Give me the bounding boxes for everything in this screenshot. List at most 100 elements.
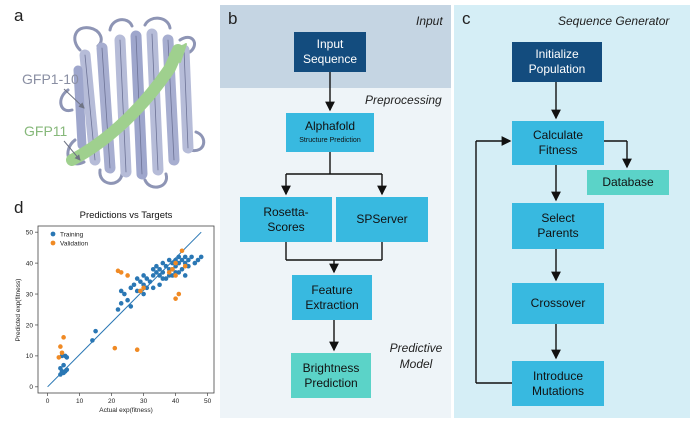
data-point-validation [56, 355, 62, 360]
data-point-training [163, 263, 169, 269]
panel-b-letter: b [228, 9, 238, 28]
y-axis-label: Predicted exp(fitness) [15, 279, 22, 342]
y-tick-label: 30 [26, 291, 34, 298]
alphafold-subtext: Structure Prediction [299, 137, 361, 145]
data-point-validation [176, 291, 182, 297]
data-point-validation [59, 350, 65, 356]
stage-preprocessing-label: Preprocessing [365, 93, 442, 107]
spserver-box: SPServer [336, 197, 428, 242]
data-point-validation [118, 270, 124, 275]
y-tick-label: 10 [26, 353, 34, 360]
gfp-structure-image [59, 16, 206, 189]
input-sequence-text: Input Sequence [302, 37, 358, 66]
panel-d-letter: d [14, 198, 24, 217]
data-point-validation [112, 345, 118, 351]
x-tick-label: 30 [140, 398, 148, 405]
data-point-validation [141, 285, 146, 291]
chart-legend: Training Validation [50, 231, 88, 248]
introduce-mutations-box: Introduce Mutations [512, 361, 604, 406]
data-point-validation [166, 270, 172, 275]
stage-input-label: Input [416, 14, 443, 28]
rosetta-scores-box: Rosetta-Scores [240, 197, 332, 242]
data-point-training [141, 291, 146, 297]
data-point-validation [179, 248, 185, 254]
feature-extraction-text: Feature Extraction [305, 282, 359, 312]
panel-c-arrows [475, 82, 632, 384]
alphafold-box: Alphafold Structure Prediction [286, 113, 374, 152]
brightness-prediction-text: Brightness Prediction [302, 360, 360, 390]
data-point-training [134, 288, 140, 294]
data-point-training [176, 254, 182, 260]
feature-extraction-box: Feature Extraction [292, 275, 372, 320]
data-point-training [170, 273, 175, 278]
y-tick-label: 0 [29, 384, 33, 391]
data-point-training [141, 273, 146, 278]
calculate-fitness-box: Calculate Fitness [512, 121, 604, 165]
data-point-training [170, 260, 175, 266]
legend-marker-validation [50, 240, 56, 246]
x-tick-label: 0 [46, 398, 50, 405]
panel-a-letter: a [14, 6, 24, 25]
x-tick-label: 20 [108, 398, 116, 405]
introduce-mutations-text: Introduce Mutations [531, 368, 585, 398]
data-point-training [61, 362, 66, 368]
alphafold-text: Alphafold [304, 119, 356, 134]
data-point-training [128, 285, 134, 291]
data-point-training [144, 285, 150, 291]
data-point-training [115, 307, 121, 312]
data-point-training [147, 279, 153, 284]
data-point-training [64, 355, 70, 360]
data-point-training [160, 260, 166, 266]
data-point-training [157, 266, 162, 272]
legend-marker-training [50, 231, 56, 237]
panel-b-arrows [281, 72, 387, 352]
data-point-training [186, 257, 191, 263]
panel-c-letter: c [462, 9, 471, 28]
data-point-training [150, 266, 156, 272]
x-tick-label: 40 [172, 398, 180, 405]
initialize-population-text: Initialize Population [528, 47, 586, 76]
data-point-training [93, 328, 98, 334]
rosetta-scores-text: Rosetta-Scores [263, 204, 309, 234]
data-point-training [154, 270, 159, 275]
spserver-text: SPServer [356, 212, 408, 226]
label-pointers [63, 88, 85, 161]
data-point-validation [170, 266, 175, 272]
data-point-training [90, 338, 95, 343]
database-box: Database [587, 170, 669, 195]
data-point-training [195, 257, 201, 263]
data-point-training [125, 297, 130, 303]
data-point-validation [138, 288, 143, 294]
crossover-box: Crossover [512, 283, 604, 324]
data-point-training [58, 365, 63, 371]
data-point-training [64, 367, 70, 373]
legend-label-validation: Validation [60, 241, 88, 248]
data-point-training [189, 254, 194, 260]
database-text: Database [602, 175, 654, 189]
data-point-training [182, 254, 188, 260]
legend-label-training: Training [60, 232, 84, 239]
data-point-training [150, 273, 156, 278]
data-point-training [154, 263, 159, 269]
data-point-training [179, 266, 185, 272]
data-point-training [160, 276, 166, 281]
data-point-training [138, 279, 143, 284]
data-point-training [134, 276, 140, 281]
data-point-training [186, 263, 191, 269]
data-point-training [128, 304, 134, 309]
y-tick-label: 20 [26, 322, 34, 329]
data-point-training [150, 285, 156, 291]
sequence-generator-title: Sequence Generator [558, 14, 670, 28]
stage-predictive-text: Predictive Model [389, 341, 443, 371]
gfp11-label: GFP11 [24, 123, 68, 139]
data-point-training [176, 270, 182, 275]
data-point-training [163, 276, 169, 281]
data-point-training [166, 257, 172, 263]
data-point-training [176, 260, 182, 266]
x-tick-label: 10 [76, 398, 84, 405]
data-point-training [118, 301, 124, 306]
select-parents-box: Select Parents [512, 203, 604, 249]
calculate-fitness-text: Calculate Fitness [532, 128, 584, 157]
data-point-training [192, 260, 198, 266]
